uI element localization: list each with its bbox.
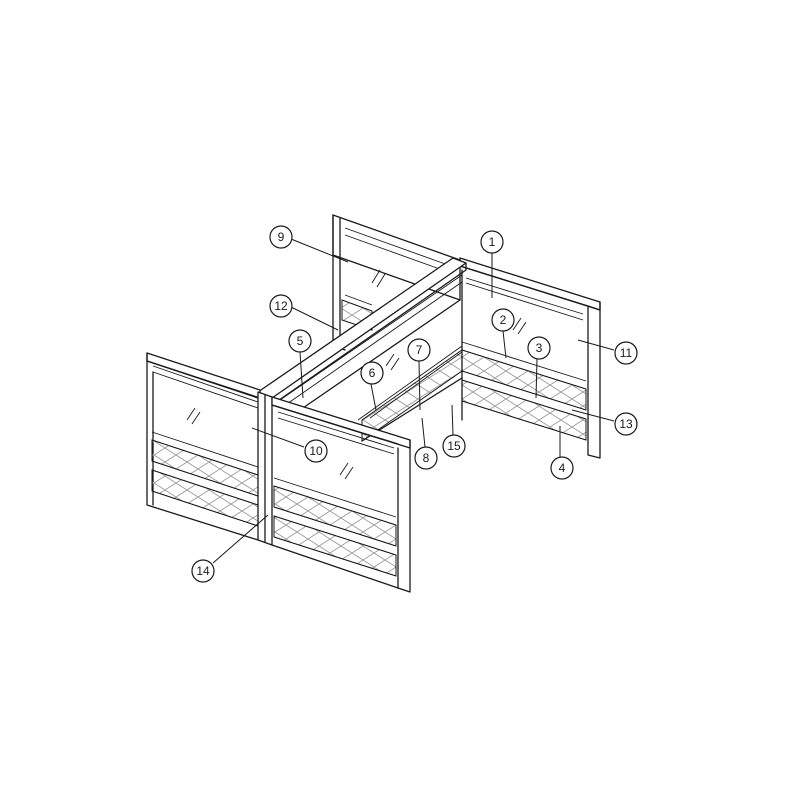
svg-text:11: 11: [620, 346, 633, 360]
callout-1: 1: [480, 230, 504, 254]
callout-7: 7: [407, 338, 431, 362]
center-spine-panel: [257, 257, 467, 442]
svg-text:8: 8: [423, 451, 430, 465]
svg-text:1: 1: [489, 235, 496, 249]
callout-3: 3: [527, 336, 551, 360]
callout-9: 9: [269, 225, 293, 249]
svg-text:10: 10: [309, 444, 323, 458]
glass-reflection-mark: [385, 353, 400, 371]
callout-12: 12: [269, 294, 293, 318]
front-left-panel: [146, 352, 261, 541]
callout-4: 4: [550, 456, 574, 480]
glass-reflection-mark: [371, 269, 386, 288]
back-right-panel: [459, 257, 601, 459]
leader-lines: [212, 238, 615, 564]
glass-reflection-mark: [339, 462, 354, 480]
svg-text:15: 15: [447, 439, 461, 453]
svg-text:9: 9: [278, 230, 285, 244]
front-right-panel: [271, 396, 411, 593]
svg-text:5: 5: [297, 334, 304, 348]
callout-14: 14: [191, 559, 215, 583]
callout-13: 13: [614, 412, 638, 436]
svg-text:2: 2: [500, 313, 507, 327]
svg-text:4: 4: [559, 461, 566, 475]
svg-text:7: 7: [416, 343, 423, 357]
svg-text:12: 12: [274, 299, 288, 313]
callout-8: 8: [414, 446, 438, 470]
svg-text:13: 13: [619, 417, 633, 431]
callout-2: 2: [491, 308, 515, 332]
callout-11: 11: [614, 341, 638, 365]
svg-text:3: 3: [536, 341, 543, 355]
glass-reflection-mark: [186, 407, 201, 425]
svg-text:14: 14: [196, 564, 210, 578]
glass-reflection-mark: [512, 317, 527, 335]
callout-6: 6: [360, 361, 384, 385]
svg-text:6: 6: [369, 366, 376, 380]
callout-10: 10: [304, 439, 328, 463]
callout-5: 5: [288, 329, 312, 353]
callout-15: 15: [442, 434, 466, 458]
